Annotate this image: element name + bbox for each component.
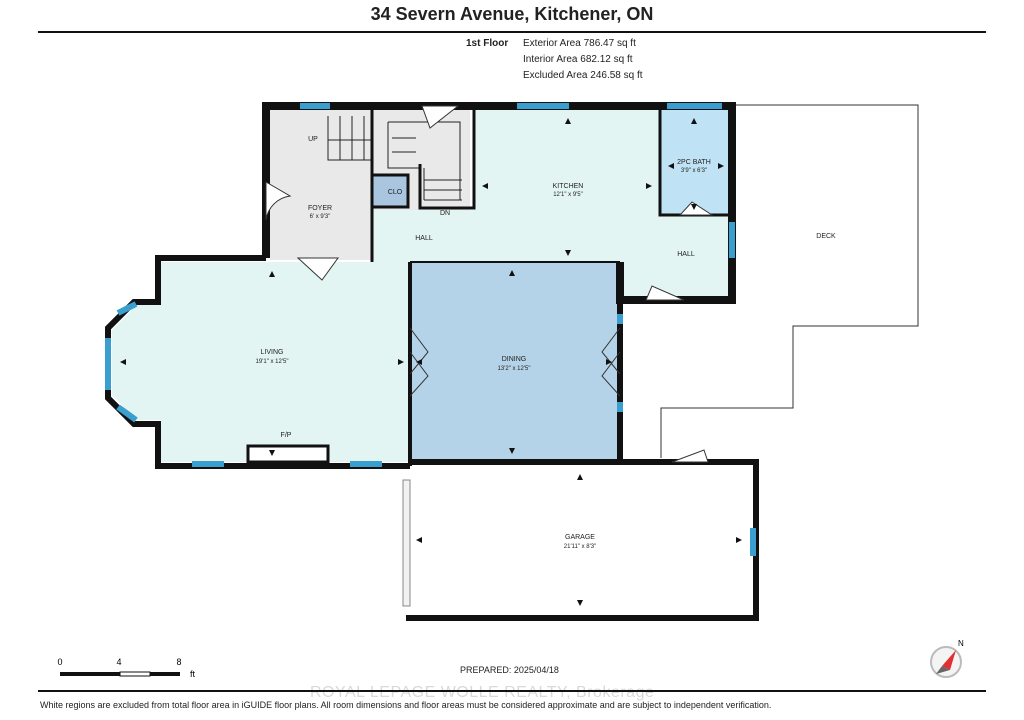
- footer-note: White regions are excluded from total fl…: [40, 700, 772, 710]
- prepared-date: PREPARED: 2025/04/18: [460, 665, 559, 675]
- kitchen-dims: 12'1" x 9'5": [553, 192, 583, 198]
- bath-fill: [660, 110, 728, 215]
- stairs: [327, 116, 462, 201]
- foyer-fill: [270, 110, 374, 260]
- scale-label-0: 0: [57, 657, 62, 667]
- kitchen-fill: [474, 110, 660, 262]
- deck-label: DECK: [816, 233, 836, 240]
- dining-label: DINING: [502, 356, 527, 363]
- plan-title: 34 Severn Avenue, Kitchener, ON: [370, 4, 654, 24]
- windows: [105, 103, 756, 556]
- closet-fill: [372, 175, 408, 207]
- garage-dims: 21'11" x 8'3": [564, 544, 596, 550]
- scale-bar: 0 4 8 ft: [57, 657, 195, 679]
- compass-north-label: N: [958, 639, 964, 648]
- floor-label: 1st Floor: [466, 38, 509, 49]
- footer-rule: [38, 690, 986, 692]
- living-dims: 19'1" x 12'5": [256, 359, 289, 365]
- foyer-label: FOYER: [308, 205, 332, 212]
- interior-area: Interior Area 682.12 sq ft: [523, 54, 633, 65]
- hall-label: HALL: [415, 235, 433, 242]
- compass-icon: N: [930, 639, 964, 678]
- kitchen-label: KITCHEN: [553, 183, 584, 190]
- closet-label: CLO: [388, 189, 403, 196]
- fireplace-label: F/P: [281, 432, 292, 439]
- doors: [265, 105, 714, 607]
- stair-up-label: UP: [308, 136, 318, 143]
- exterior-area: Exterior Area 786.47 sq ft: [523, 38, 636, 49]
- scale-label-4: 4: [116, 657, 121, 667]
- foyer-dims: 6' x 9'3": [310, 214, 331, 220]
- scale-unit: ft: [190, 669, 196, 679]
- bath-dims: 3'9" x 6'3": [681, 168, 707, 174]
- dining-dims: 13'2" x 12'5": [498, 366, 531, 372]
- bath-label: 2PC BATH: [677, 159, 711, 166]
- back-hall-fill: [620, 215, 728, 297]
- garage-label: GARAGE: [565, 534, 595, 541]
- stair-down-label: DN: [440, 210, 450, 217]
- living-fill: [112, 262, 410, 462]
- scale-label-8: 8: [176, 657, 181, 667]
- hall-fill: [374, 210, 474, 262]
- living-label: LIVING: [261, 349, 284, 356]
- excluded-area: Excluded Area 246.58 sq ft: [523, 70, 643, 81]
- fireplace: [246, 444, 330, 464]
- header-rule: [38, 31, 986, 33]
- garage-fill: [410, 462, 750, 614]
- watermark: ROYAL LEPAGE WOLLE REALTY, Brokerage: [310, 684, 655, 701]
- back-hall-label: HALL: [677, 251, 695, 258]
- dining-fill: [410, 262, 620, 460]
